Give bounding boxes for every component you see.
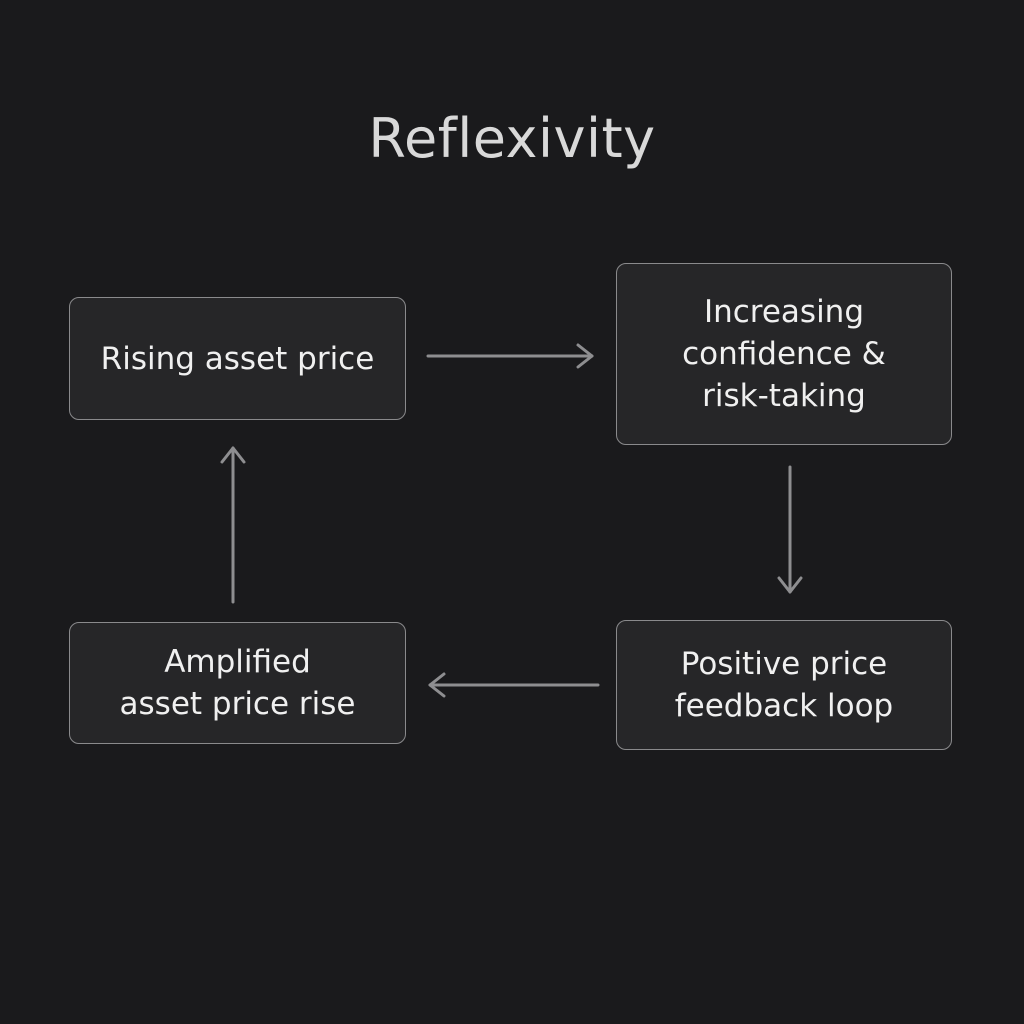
arrow-feedback-to-amplified: [428, 672, 600, 698]
node-increasing-confidence: Increasing confidence & risk-taking: [616, 263, 952, 445]
node-amplified-price-rise: Amplified asset price rise: [69, 622, 406, 744]
node-positive-feedback-loop: Positive price feedback loop: [616, 620, 952, 750]
node-rising-asset-price: Rising asset price: [69, 297, 406, 420]
arrow-amplified-to-rising: [220, 446, 246, 604]
arrow-confidence-to-feedback: [777, 465, 803, 594]
arrow-rising-to-confidence: [426, 343, 594, 369]
diagram-title: Reflexivity: [368, 107, 656, 170]
